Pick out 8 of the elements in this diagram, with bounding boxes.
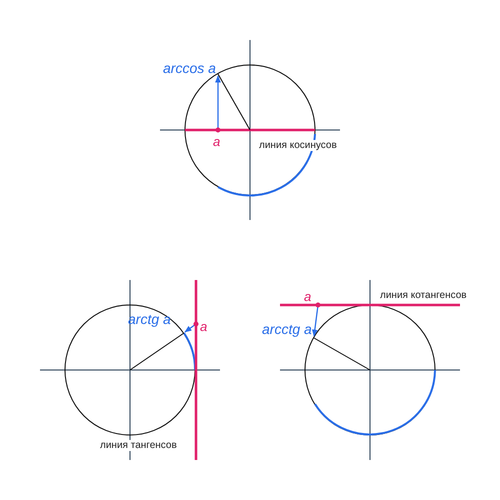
axis-line-label: линия косинусов xyxy=(259,140,337,151)
function-label: arccos a xyxy=(163,61,216,76)
value-label: a xyxy=(304,290,312,304)
function-label: arcctg a xyxy=(262,322,312,338)
axis-line-label: линия тангенсов xyxy=(100,440,177,451)
value-label: a xyxy=(213,135,220,150)
axis-line-label: линия котангенсов xyxy=(380,290,467,301)
value-label: a xyxy=(200,320,208,334)
